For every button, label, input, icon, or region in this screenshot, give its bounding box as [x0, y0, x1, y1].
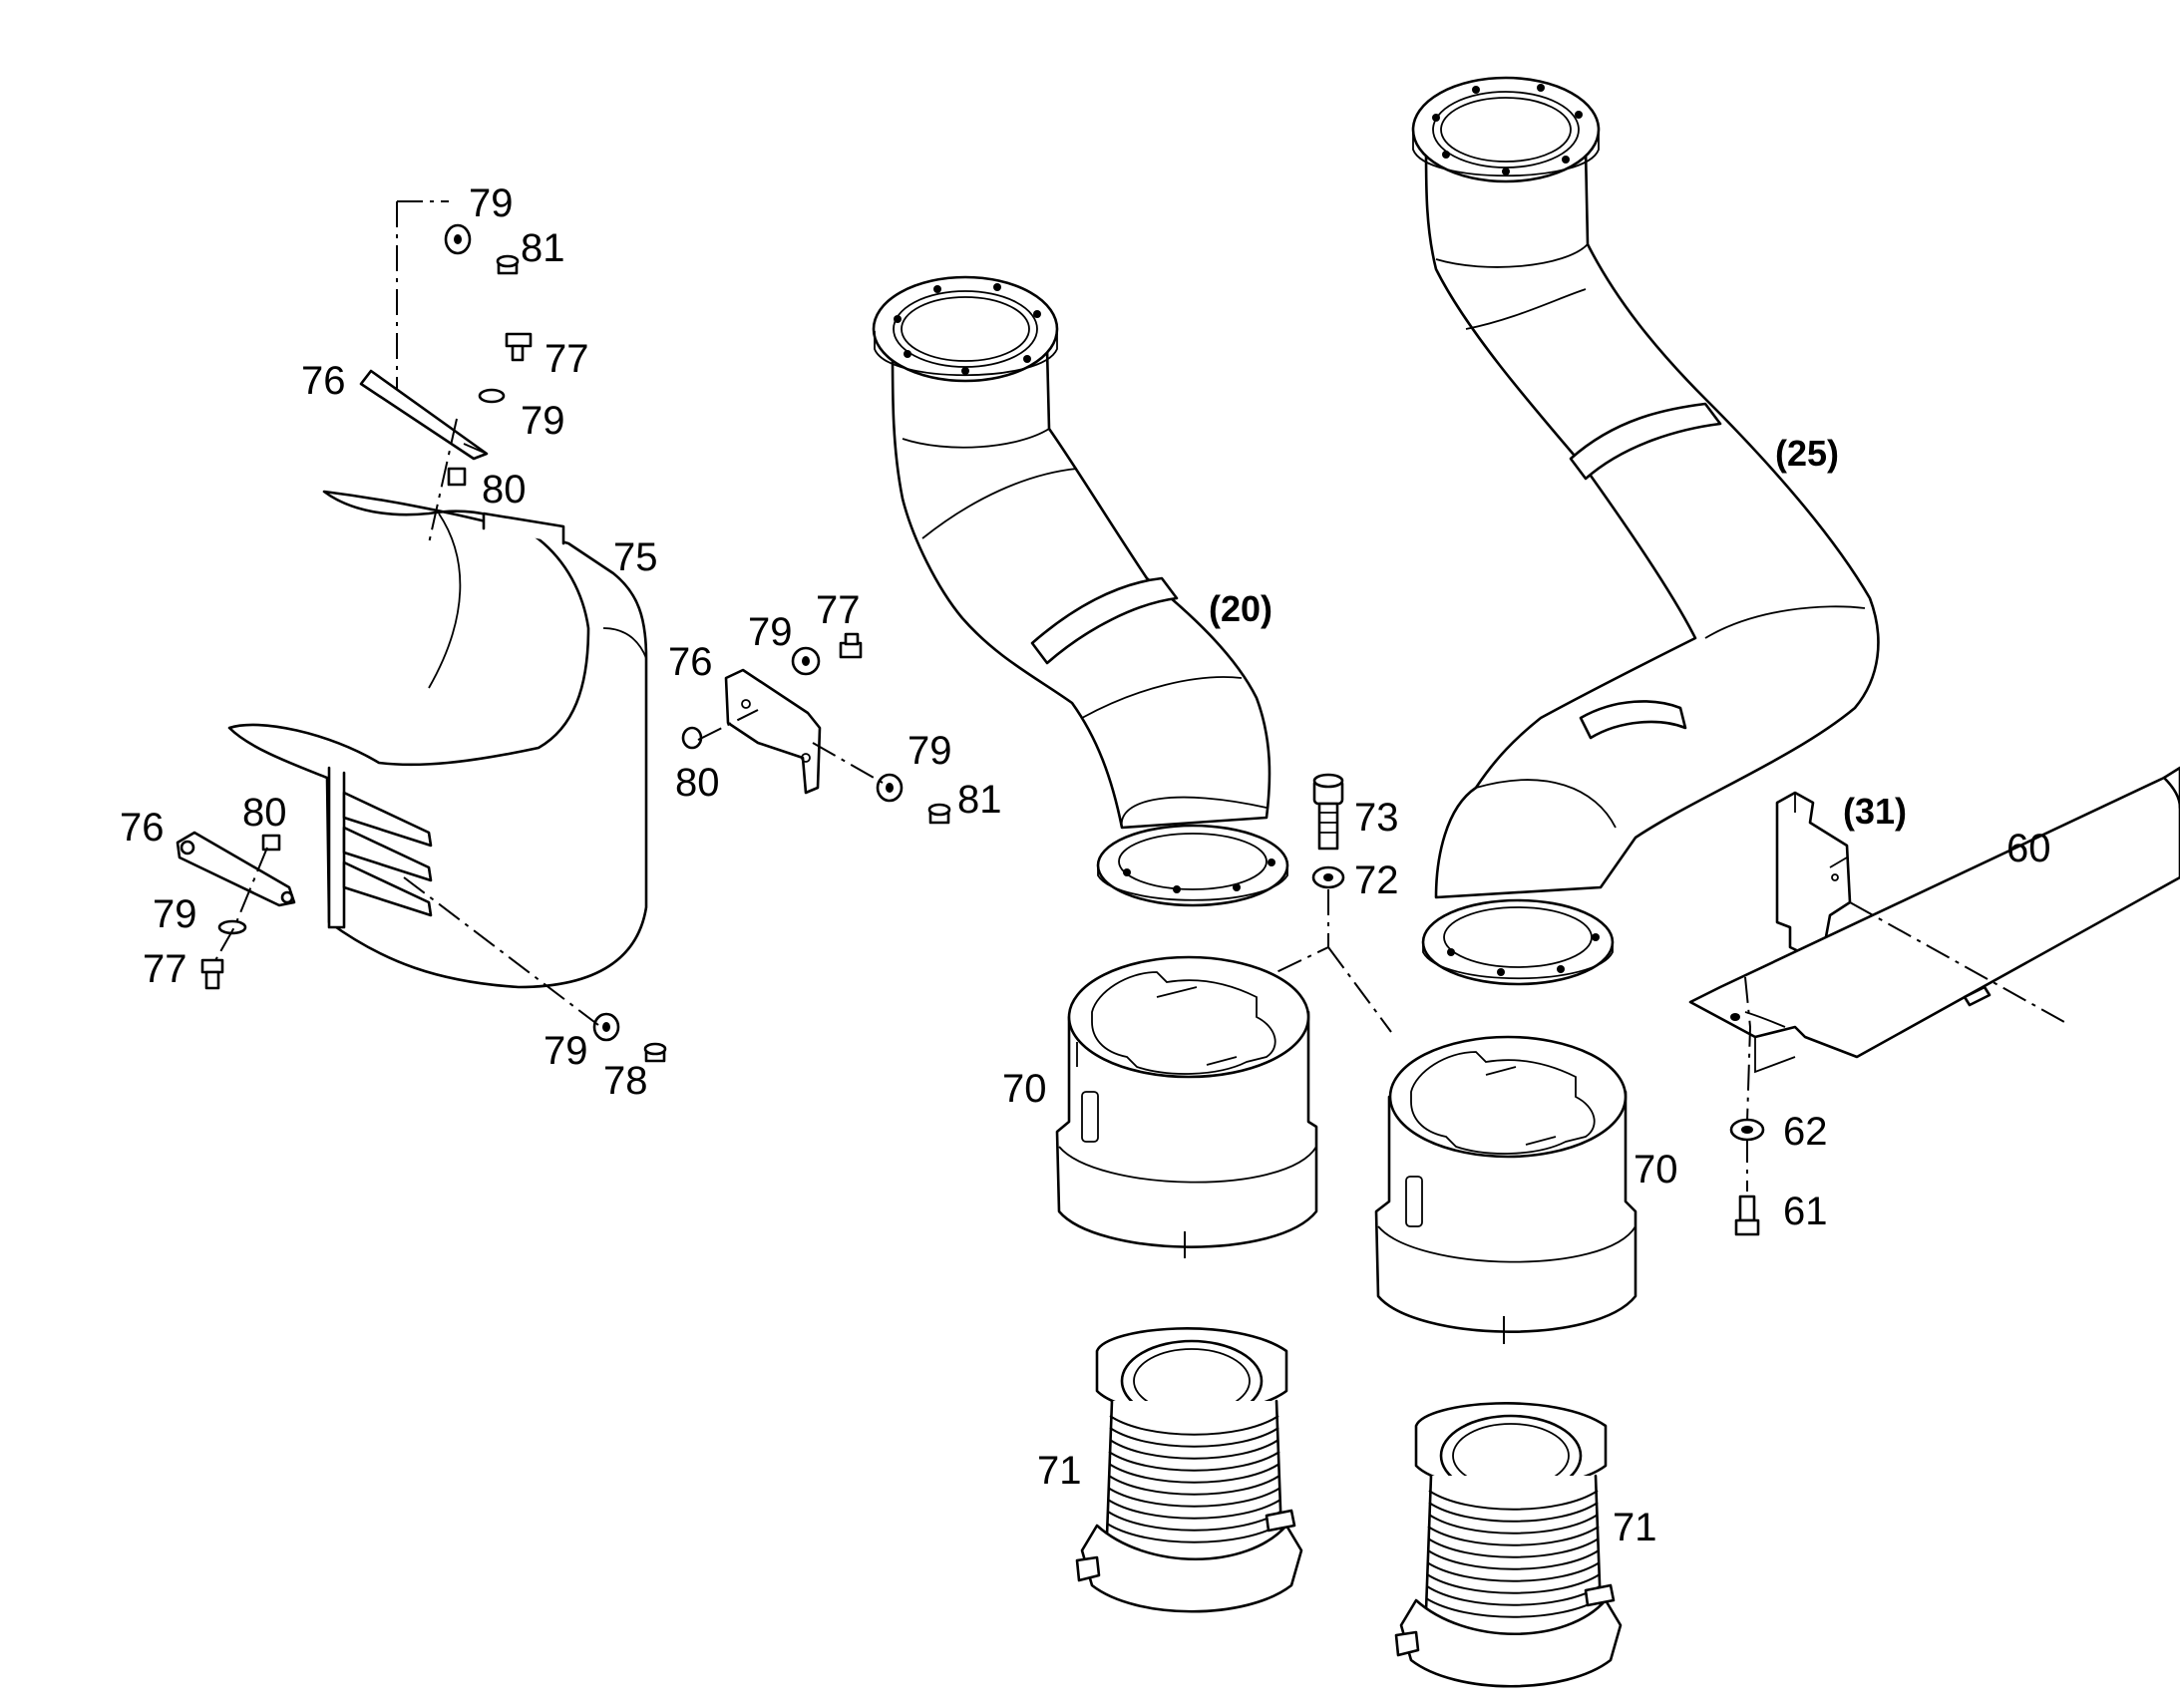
callout-labels: 79 81 77 76 79 80 75 76 79 77 80 79 81 7… [120, 181, 2051, 1549]
screw-77-a [505, 332, 533, 362]
callout-81-b: 81 [957, 778, 1002, 822]
screw-81-a [496, 254, 520, 275]
screw-77-b [839, 632, 863, 659]
washer-79-a [444, 223, 472, 255]
assembly-label-20: (20) [1209, 588, 1272, 629]
bellows-71-left [1075, 1327, 1303, 1613]
callout-76-a: 76 [301, 359, 346, 403]
screw-77-c [200, 958, 224, 990]
washer-79-b [478, 388, 506, 404]
callout-75: 75 [613, 535, 658, 579]
callout-72: 72 [1354, 858, 1399, 902]
bracket-76-top [359, 369, 489, 461]
callout-77-b: 77 [816, 588, 861, 632]
strap-60 [1688, 766, 2180, 1074]
callout-79-d: 79 [908, 729, 952, 773]
callout-70-left: 70 [1002, 1067, 1047, 1111]
duct-assembly-25 [1411, 76, 1880, 986]
assembly-label-31: (31) [1843, 791, 1907, 832]
part-shroud-75 [227, 490, 648, 989]
washer-72 [1311, 865, 1345, 889]
leader-lines-center [1275, 889, 1392, 1033]
callout-71-left: 71 [1037, 1449, 1082, 1493]
callout-79-a: 79 [469, 181, 514, 225]
bracket-assembly-31 [1775, 791, 1852, 957]
callout-77-c: 77 [143, 947, 187, 991]
washer-79-c [791, 646, 821, 676]
callout-78: 78 [603, 1059, 648, 1103]
assembly-label-25: (25) [1775, 433, 1839, 474]
callout-79-c: 79 [748, 610, 793, 654]
bracket-76-lower-left [176, 831, 296, 907]
duct-assembly-20 [872, 275, 1289, 907]
washer-79-f [592, 1012, 620, 1042]
callout-79-f: 79 [544, 1029, 588, 1073]
callout-81-a: 81 [521, 226, 565, 270]
callout-76-b: 76 [668, 640, 713, 684]
nut-80-b [681, 726, 703, 750]
canister-70-right [1374, 1035, 1637, 1344]
callout-61: 61 [1783, 1190, 1828, 1233]
callout-76-c: 76 [120, 806, 165, 850]
bracket-76-middle [724, 668, 822, 795]
callout-77-a: 77 [545, 337, 589, 381]
callout-73: 73 [1354, 796, 1399, 840]
bellows-71-right [1394, 1402, 1623, 1688]
callout-79-b: 79 [521, 399, 565, 443]
cap-screw-73 [1312, 773, 1344, 851]
callout-62: 62 [1783, 1110, 1828, 1154]
callout-71-right: 71 [1613, 1506, 1657, 1549]
callout-79-e: 79 [153, 892, 197, 936]
leader-lines-left [213, 200, 884, 1026]
bolt-61 [1734, 1195, 1760, 1236]
screw-81-b [927, 803, 951, 825]
screw-78 [643, 1042, 667, 1063]
callout-60: 60 [2006, 827, 2051, 870]
washer-79-d [876, 773, 904, 803]
canister-70-left [1055, 955, 1318, 1258]
callout-70-right: 70 [1634, 1148, 1678, 1192]
washer-79-e [217, 919, 247, 935]
callout-80-b: 80 [675, 761, 720, 805]
nut-80-c [261, 834, 281, 852]
leader-lines-right [1744, 901, 2065, 1192]
nut-80-a [447, 467, 467, 487]
callout-80-a: 80 [482, 468, 527, 512]
washer-62 [1729, 1118, 1765, 1142]
callout-80-c: 80 [242, 791, 287, 835]
